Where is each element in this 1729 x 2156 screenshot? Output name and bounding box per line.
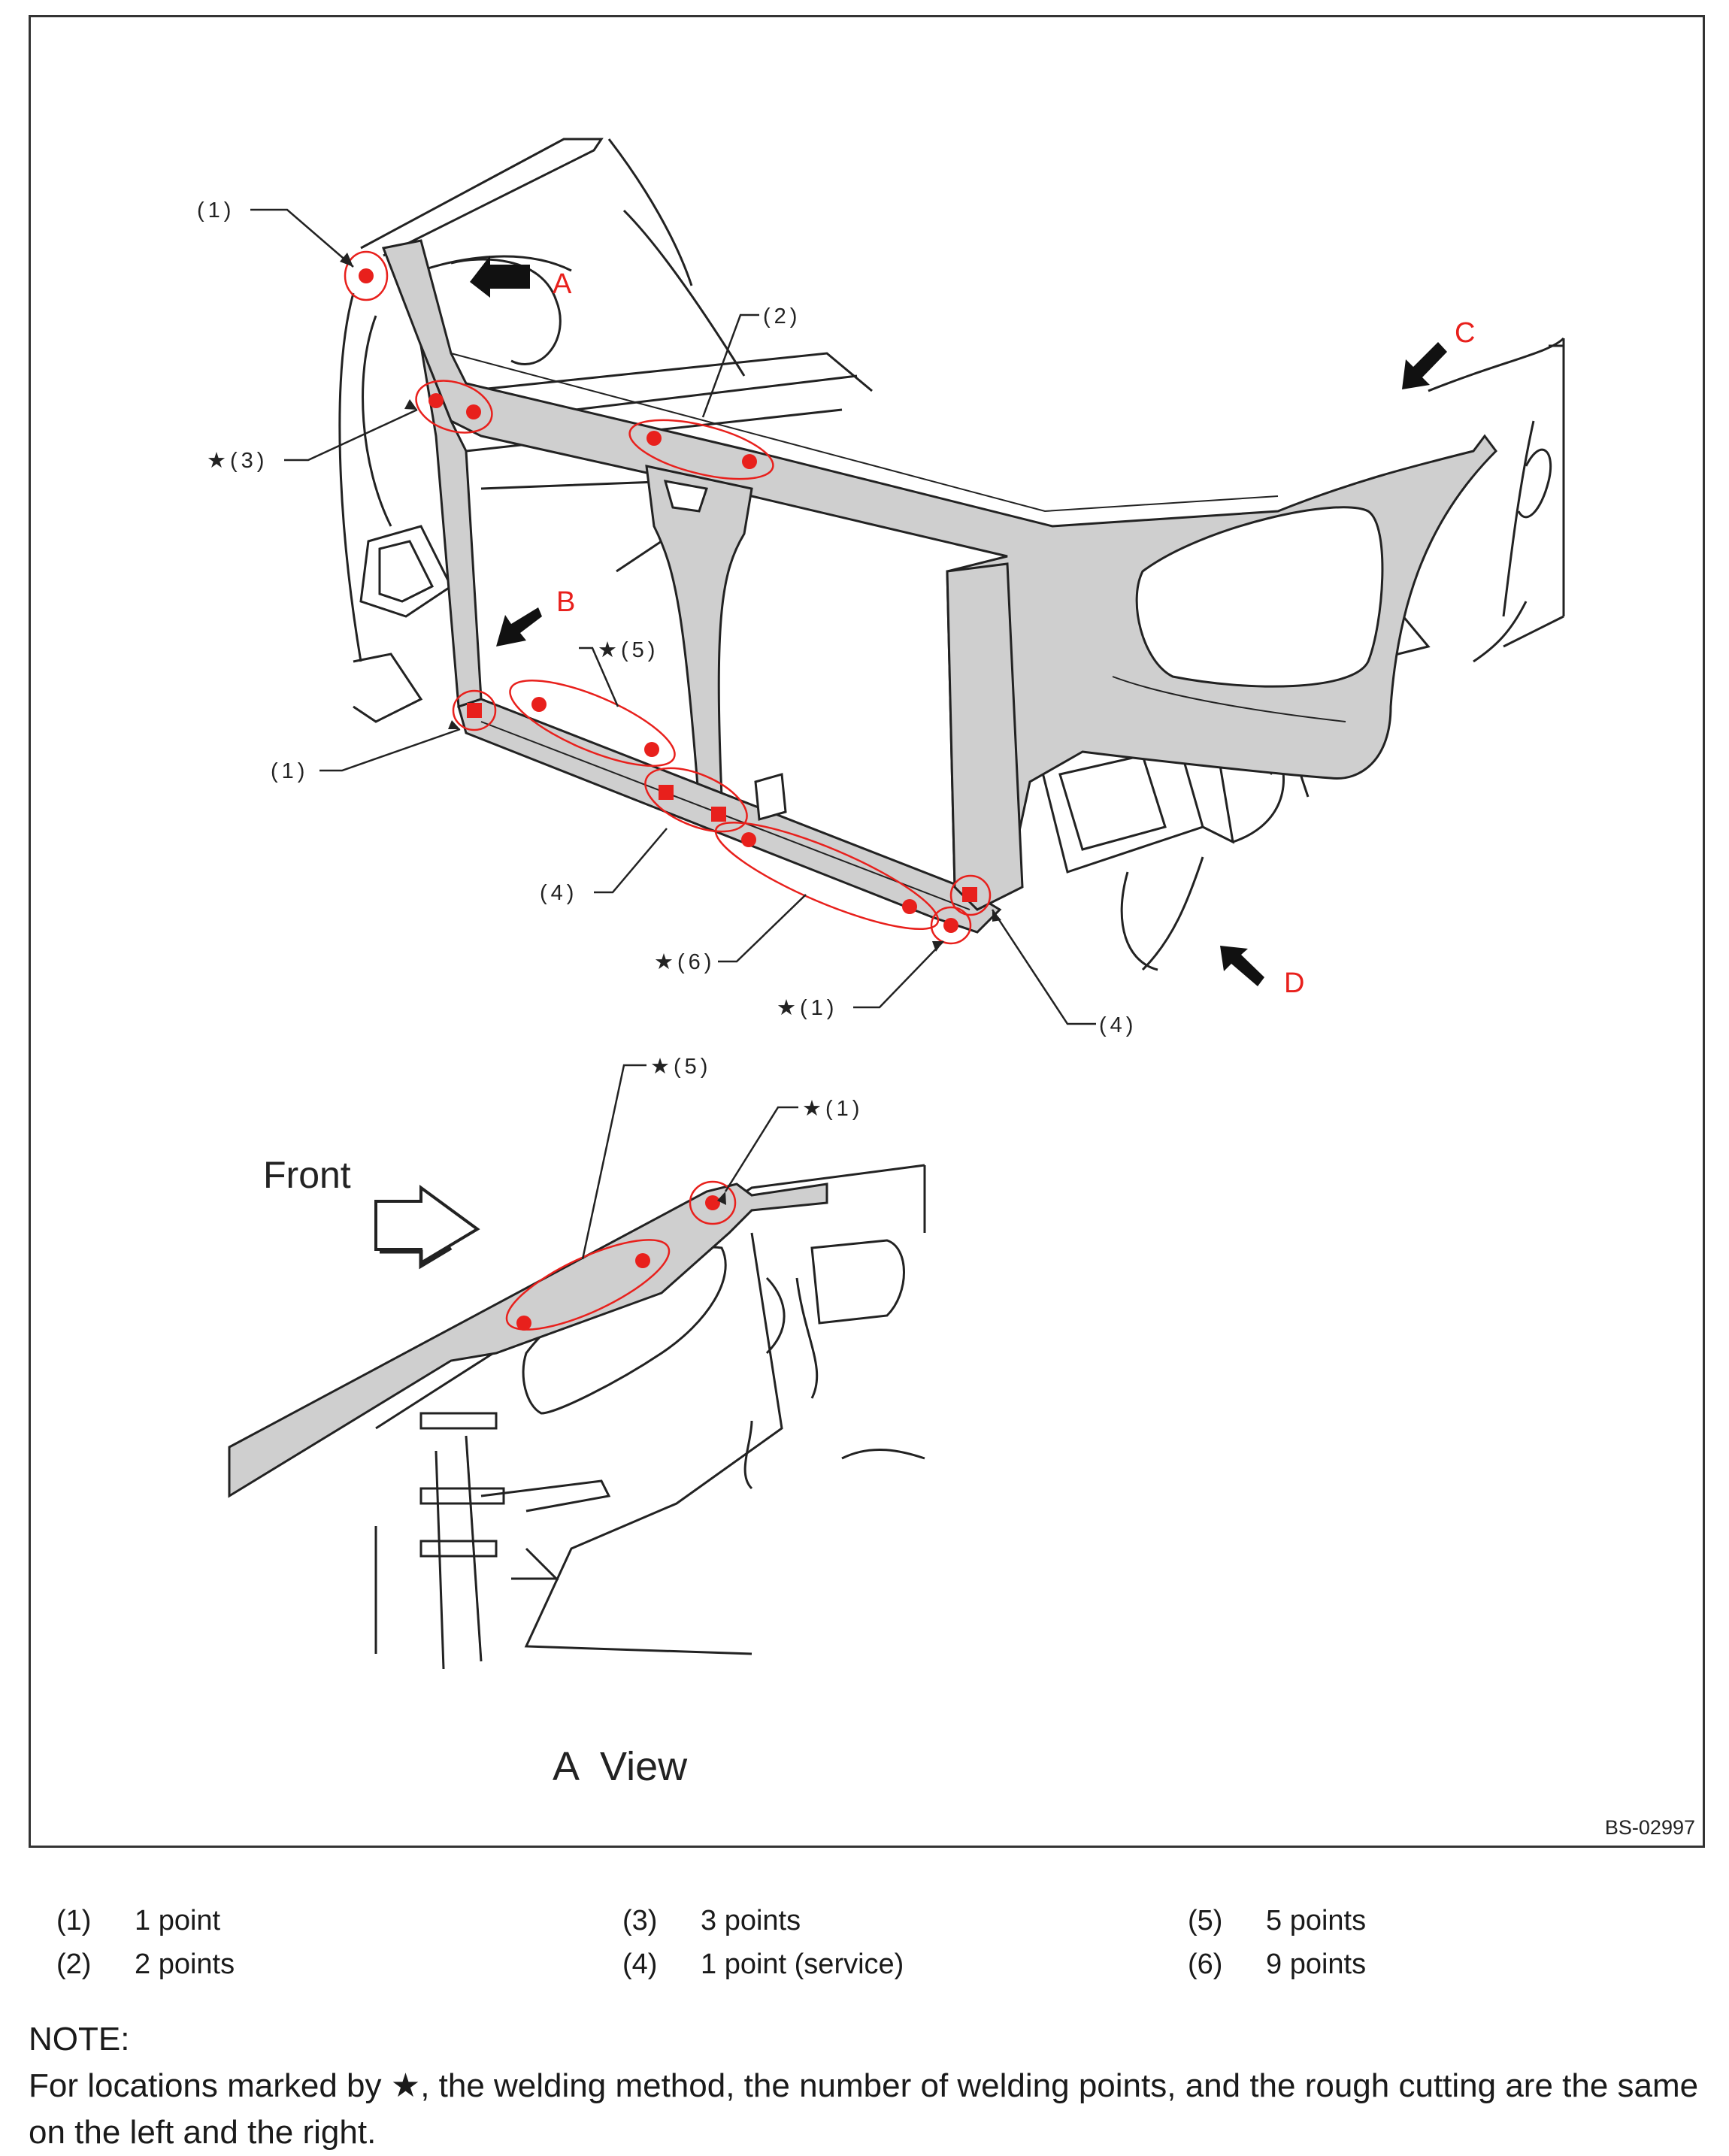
view-arrow-d-icon (1220, 946, 1264, 986)
note-text: For locations marked by ★, the welding m… (29, 2067, 1699, 2151)
weld-points (359, 268, 977, 1331)
panel-openings (663, 480, 1384, 821)
view-letter-b: B (556, 586, 575, 618)
radiator-panel (381, 239, 1497, 934)
legend-number: (2) (56, 1949, 92, 1980)
weld-point (711, 807, 726, 822)
legend-text: 2 points (135, 1949, 235, 1980)
leader-arrowheads (340, 253, 1001, 1205)
weld-point (741, 832, 756, 847)
legend-text: 5 points (1266, 1905, 1367, 1936)
legend-text: 1 point (135, 1905, 221, 1936)
callout-labels: (1) (2) ★(3) ★(5) (1) (4) ★(6) ★(1) (4) … (197, 198, 1137, 1121)
callout-label: ★(6) (654, 950, 715, 974)
legend-item: (2) 2 points (56, 1949, 235, 1981)
callout-label: ★(1) (802, 1097, 863, 1121)
callout-label: (2) (763, 304, 801, 329)
weld-point (962, 887, 977, 902)
legend-item: (3) 3 points (622, 1905, 801, 1937)
figure-code: BS-02997 (1605, 1816, 1695, 1839)
view-letter-c: C (1455, 317, 1475, 349)
legend-text: 9 points (1266, 1949, 1367, 1980)
view-arrow-b-icon (496, 607, 542, 646)
legend-text: 3 points (701, 1905, 801, 1936)
weld-point (644, 742, 659, 757)
front-label: Front (263, 1154, 351, 1196)
legend-number: (1) (56, 1905, 92, 1936)
view-letters: A B C D (553, 268, 1475, 999)
legend-number: (3) (622, 1905, 658, 1936)
weld-point (531, 697, 547, 712)
legend-item: (5) 5 points (1188, 1905, 1366, 1937)
view-arrow-a-icon (470, 256, 530, 298)
weld-point (742, 454, 757, 469)
legend-text: 1 point (service) (701, 1949, 904, 1980)
note-title: NOTE: (29, 2021, 130, 2058)
legend-number: (6) (1188, 1949, 1223, 1980)
weld-point (466, 404, 481, 419)
callout-label: (1) (271, 759, 308, 783)
weld-point (659, 785, 674, 800)
weld-point (646, 431, 662, 446)
callout-label: (4) (540, 881, 577, 905)
weld-point (635, 1253, 650, 1268)
view-letter-a: A (553, 268, 572, 300)
legend-item: (6) 9 points (1188, 1949, 1366, 1981)
weld-point (516, 1316, 531, 1331)
a-view-panel (228, 1182, 828, 1498)
weld-area-outlines (344, 250, 992, 1331)
legend-item: (4) 1 point (service) (622, 1949, 904, 1981)
view-letter-d: D (1284, 967, 1304, 999)
callout-label: ★(5) (650, 1055, 711, 1079)
view-arrow-icons (470, 256, 1447, 986)
callout-label: ★(5) (598, 638, 659, 662)
view-arrow-c-icon (1402, 342, 1447, 389)
legend-number: (4) (622, 1949, 658, 1980)
weld-point (943, 918, 958, 933)
callout-label: ★(3) (207, 449, 268, 473)
figure-frame (29, 15, 1705, 1848)
weld-point (359, 268, 374, 283)
weld-point (902, 899, 917, 914)
callout-label: ★(1) (777, 996, 837, 1020)
weld-point (705, 1195, 720, 1210)
callout-label: (4) (1099, 1013, 1137, 1037)
callout-label: (1) (197, 198, 235, 223)
legend-number: (5) (1188, 1905, 1223, 1936)
weld-point (467, 703, 482, 718)
front-arrow-icon (374, 1185, 480, 1270)
leader-lines (250, 208, 1096, 1260)
view-title: A View (553, 1744, 688, 1789)
weld-point (428, 393, 444, 408)
legend-item: (1) 1 point (56, 1905, 220, 1937)
